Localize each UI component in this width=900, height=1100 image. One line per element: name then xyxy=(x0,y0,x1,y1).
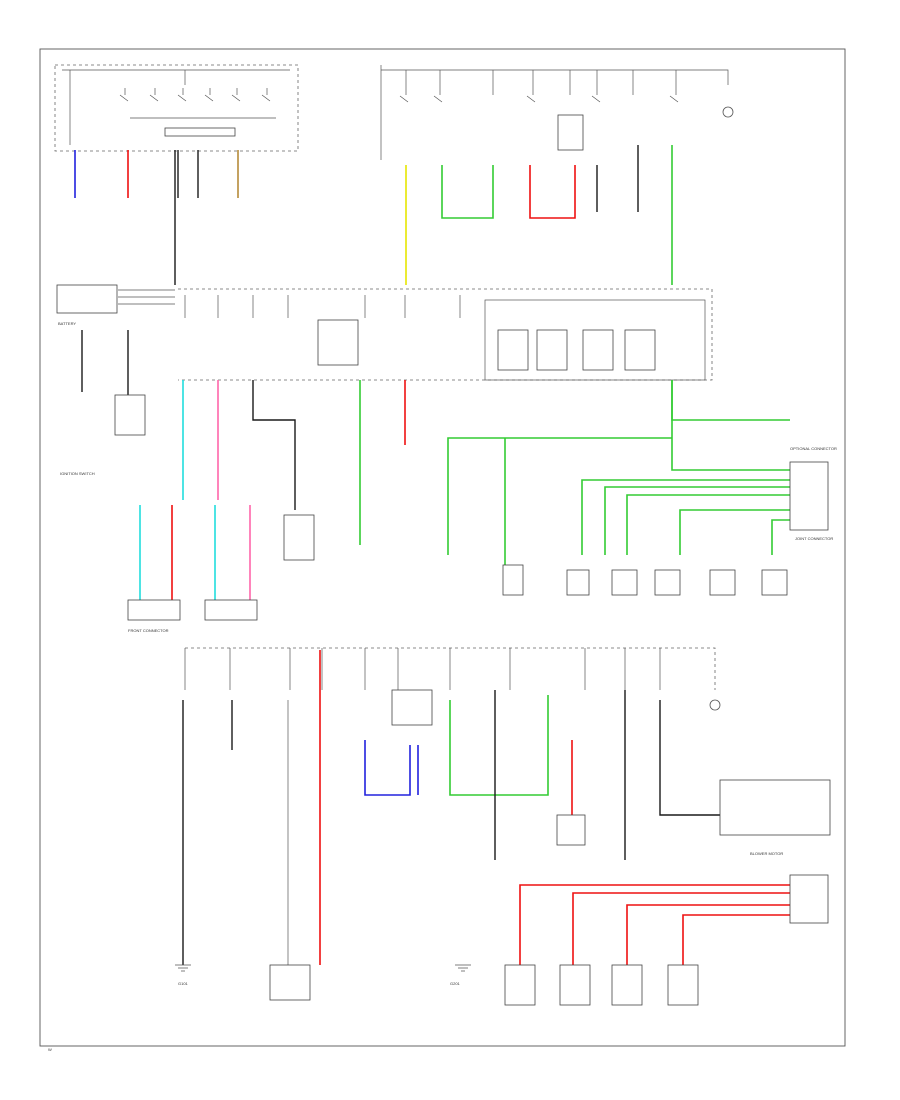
under-dash-fuse-box xyxy=(178,288,713,381)
blower-motor-label: BLOWER MOTOR xyxy=(750,851,783,856)
page-label: W xyxy=(48,1047,52,1052)
optional-connector-label: OPTIONAL CONNECTOR xyxy=(790,446,837,451)
battery-box xyxy=(56,284,118,314)
battery-label: BATTERY xyxy=(58,321,76,326)
ground-symbol xyxy=(175,964,191,972)
passenger-fuse-box xyxy=(184,647,721,726)
joint-connector-box xyxy=(789,461,829,531)
underhood-relay-box xyxy=(380,65,734,160)
front-connector-label: FRONT CONNECTOR xyxy=(128,628,169,633)
ground-label-bottom: G201 xyxy=(450,981,461,986)
blower-motor-box xyxy=(719,779,831,836)
ground-label-top: G101 xyxy=(178,981,189,986)
ignition-switch-label: IGNITION SWITCH xyxy=(60,471,95,476)
joint-connector-label: JOINT CONNECTOR xyxy=(795,536,833,541)
page-frame xyxy=(39,48,846,1047)
underhood-fuse-box xyxy=(54,64,299,152)
